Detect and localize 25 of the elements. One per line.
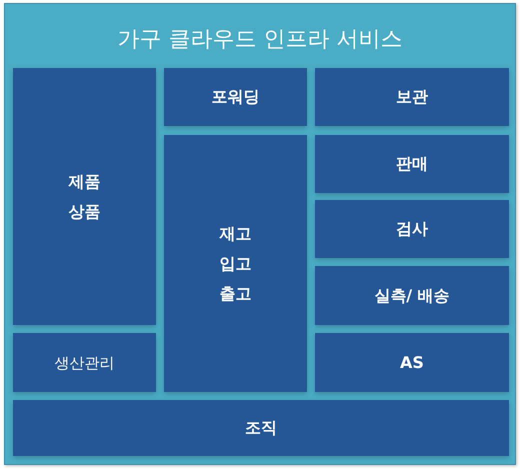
module-tile	[13, 400, 509, 456]
module-name: 판매	[396, 153, 428, 175]
module-name: 출고	[220, 282, 252, 304]
module-tile	[13, 68, 156, 325]
module-tile	[164, 68, 307, 126]
service-panel	[4, 3, 516, 465]
module-name: AS	[400, 352, 424, 374]
module-tile	[315, 200, 509, 258]
module-tile	[315, 135, 509, 193]
module-tile	[315, 333, 509, 392]
module-tile	[164, 135, 307, 392]
module-tile	[13, 333, 156, 392]
module-name: 보관	[396, 86, 428, 108]
module-name: 실측/ 배송	[374, 284, 450, 306]
module-name: 검사	[396, 218, 428, 240]
module-name: 생산관리	[54, 352, 114, 374]
module-name: 포워딩	[212, 86, 260, 108]
module-tile	[315, 68, 509, 126]
module-name: 재고	[220, 222, 252, 244]
module-name: 제품	[68, 170, 100, 192]
module-name: 상품	[68, 200, 100, 222]
module-name: 입고	[220, 252, 252, 274]
module-name: 조직	[245, 417, 277, 439]
panel-title: 가구 클라우드 인프라 서비스	[118, 26, 402, 54]
module-tile	[315, 266, 509, 325]
